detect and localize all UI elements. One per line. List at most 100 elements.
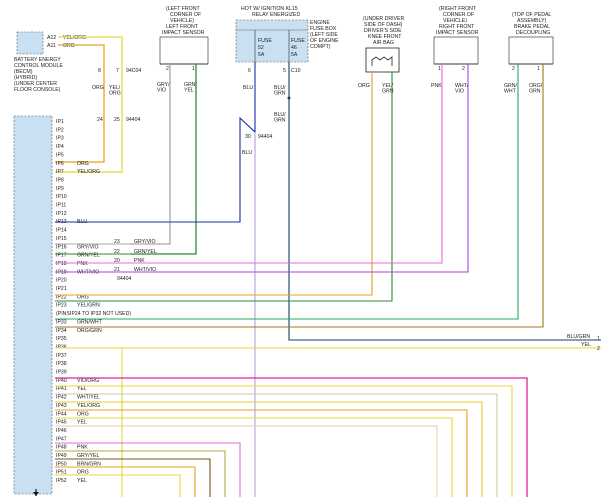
ip-pin-label: IP49	[56, 453, 67, 459]
rf-sensor-pin-2: 2	[462, 66, 465, 72]
lf-sensor-box	[159, 36, 209, 65]
ip-wire-label: VIO/ORG	[77, 378, 99, 384]
ip-pin-label: IP23	[56, 303, 67, 309]
engine-fuse-box-label-line: FUSE BOX	[310, 26, 337, 32]
gry-yel-wire	[55, 450, 226, 497]
ip-wire-label: WHT/YEL	[77, 395, 100, 401]
gry-vio-wire	[130, 64, 171, 245]
fuse-52-number: 52	[258, 45, 264, 51]
ip-pin-label: (PINS	[56, 311, 70, 317]
fuse-pin-6: 6	[248, 68, 251, 74]
becm-wire-a11: ORG	[63, 43, 75, 49]
ip-pin-label: IP12	[56, 211, 67, 217]
wht-yel-wire	[55, 393, 498, 497]
ip-pin-label: IP44	[56, 411, 67, 417]
wht-vio-rf-wire	[130, 64, 469, 273]
ip-pin-label: IP20	[56, 278, 67, 284]
wire-label-org: ORG	[92, 85, 104, 91]
ip-pin-label: IP9	[56, 186, 64, 192]
ip-pin-label: IP47	[56, 436, 67, 442]
org-knee-wire	[55, 72, 373, 296]
brake-decoupling-pin-2: 2	[512, 66, 515, 72]
ip-wire-label: GRN/YEL	[77, 253, 100, 259]
becm-label-line: BATTERY ENERGY	[14, 57, 61, 63]
ip-pin-label: IP3	[56, 136, 64, 142]
brake-decoupling-label-line: BRAKE PEDAL	[514, 24, 550, 30]
inline-connector: 23 GRY/VIO 22 GRN/YEL 20 PNK 21 WHT/VIO …	[55, 239, 157, 282]
becm-wire-a12: YEL/ORG	[63, 35, 86, 41]
main-module-box	[13, 115, 53, 495]
org-grn-wire	[55, 64, 544, 328]
ip-wire-label: GRY/YEL	[77, 453, 100, 459]
connector-pin-8: 8	[98, 68, 101, 74]
yel-grn-knee-wire	[55, 72, 393, 302]
ip-wire-label: YEL	[77, 478, 87, 484]
lf-sensor-label-line: IMPACT SENSOR	[162, 30, 205, 36]
ip-pin-label: IP43	[56, 403, 67, 409]
engine-fuse-box-label-line: COMPT)	[310, 44, 331, 50]
ip-pin-label: IP1	[56, 119, 64, 125]
rf-sensor-label-line: RIGHT FRONT	[439, 24, 475, 30]
ip-wire-label: PNK	[77, 261, 88, 267]
knee-airbag-label: (UNDER DRIVER SIDE OF DASH) DRIVER'S SID…	[363, 16, 404, 46]
ip-pin-label: IP2	[56, 127, 64, 133]
ip-pin-label: IP41	[56, 386, 67, 392]
ip-pin-label: IP46	[56, 428, 67, 434]
ip-pin-label: IP42	[56, 395, 67, 401]
ip-wire-label: YEL	[77, 420, 87, 426]
knee-airbag-label-line: KNEE FRONT	[368, 34, 402, 40]
connector-label: 94404	[258, 134, 273, 140]
ip-wire-label: ORG/GRN	[77, 328, 102, 334]
ip-wire-label: ORG	[77, 294, 89, 300]
fuse-46-amp: 5A	[291, 52, 298, 58]
brake-decoupling-label-line: (TOP OF PEDAL	[512, 12, 551, 18]
lf-sensor-pin-2: 2	[166, 66, 169, 72]
ip-pin-label: IP51	[56, 470, 67, 476]
ip-pin-label: IP34	[56, 328, 67, 334]
edge-arrow-1: 1	[597, 336, 600, 342]
ip-pin-label: IP52	[56, 478, 67, 484]
lf-sensor-pin-1: 1	[192, 66, 195, 72]
ip-pin-label: IP37	[56, 353, 67, 359]
engine-fuse-box-label: ENGINE FUSE BOX (LEFT SIDE OF ENGINE COM…	[310, 20, 339, 50]
edge-label-yel: YEL	[581, 342, 591, 348]
ip-wire-label: GRY/VIO	[77, 244, 99, 250]
fuse-wire-blu-grn-lower: BLU/GRN	[274, 112, 286, 124]
knee-airbag-label-line: SIDE OF DASH)	[364, 22, 403, 28]
squib-icon	[371, 56, 393, 66]
ip-pin-label: IP17	[56, 253, 67, 259]
fuse-52-amp: 5A	[258, 52, 265, 58]
splice-point	[287, 96, 291, 100]
inline-pin: 21	[114, 267, 120, 273]
org-wire	[55, 44, 105, 163]
ip-pin-label: IP4	[56, 144, 64, 150]
ip-wire-label: ORG	[77, 161, 89, 167]
becm-label-line: FLOOR CONSOLE)	[14, 87, 61, 93]
yel-org-wire	[55, 36, 123, 173]
inline-pin: 23	[114, 239, 120, 245]
fuse-52-name: FUSE	[258, 38, 272, 44]
fuse-46-number: 46	[291, 45, 297, 51]
connector-pin-25: 25	[114, 117, 120, 123]
connector-label: 94404	[126, 117, 141, 123]
fuse-46-name: FUSE	[291, 38, 305, 44]
becm-module-box	[16, 31, 44, 55]
blu-grn-wire	[288, 62, 601, 341]
ip-wire-label: IP24 TO IP32 NOT USED)	[70, 311, 131, 317]
ip-pin-label: IP38	[56, 361, 67, 367]
ip-pin-label: IP48	[56, 445, 67, 451]
ip-pin-label: IP10	[56, 194, 67, 200]
connector-pin-30: 30	[245, 134, 251, 140]
brake-decoupling-label: (TOP OF PEDAL ASSEMBLY) BRAKE PEDAL DECO…	[512, 12, 551, 36]
edge-label-blu-grn: BLU/GRN	[567, 334, 590, 340]
wire-label-yel-org: YEL/ORG	[109, 85, 121, 97]
ip-pin-label: IP22	[56, 294, 67, 300]
connector-label: 94404	[117, 276, 132, 282]
grn-yel-wire	[130, 64, 197, 255]
fuse-pin-5: 5	[283, 68, 286, 74]
knee-airbag-wire-1: ORG	[358, 83, 370, 89]
rf-sensor-label-line: VEHICLE)	[443, 18, 467, 24]
knee-airbag-box	[365, 47, 400, 73]
ip-pin-label: IP21	[56, 286, 67, 292]
knee-airbag-label-line: DRIVER'S SIDE	[364, 28, 402, 34]
